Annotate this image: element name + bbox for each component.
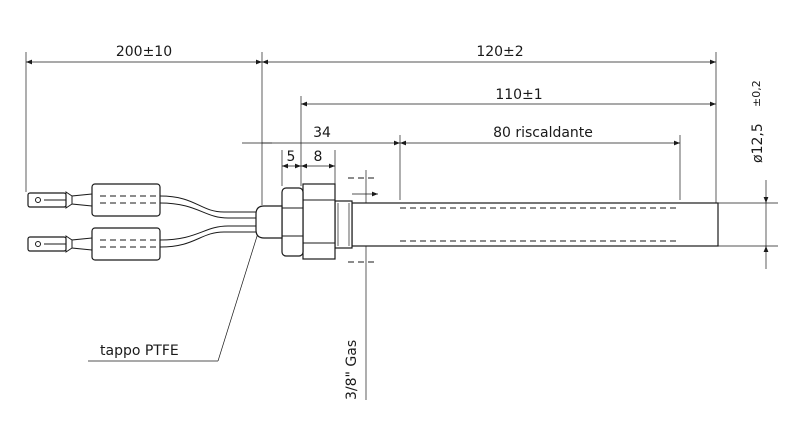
dim-diameter-tolerance: ±0,2	[750, 80, 763, 107]
dim-fitting-length: 34	[313, 125, 331, 141]
dim-nut-width: 5	[287, 149, 296, 165]
connector-bottom	[27, 227, 161, 261]
heater-rod	[351, 202, 719, 247]
dim-thread: 3/8" Gas	[344, 340, 360, 400]
dim-diameter: ø12,5	[750, 123, 766, 163]
dim-thread-width: 8	[314, 149, 323, 165]
dim-total-length: 120±2	[476, 44, 523, 60]
cables	[159, 195, 256, 248]
connector-top	[27, 183, 161, 217]
dim-heating-zone: 80 riscaldante	[493, 125, 593, 141]
dimension-lines	[26, 59, 769, 400]
label-ptfe-plug: tappo PTFE	[100, 343, 179, 359]
threaded-fitting	[255, 177, 375, 263]
dim-cable-length: 200±10	[116, 44, 172, 60]
ptfe-leader	[88, 232, 259, 362]
extension-lines	[25, 52, 778, 247]
dim-rod-length: 110±1	[495, 87, 542, 103]
